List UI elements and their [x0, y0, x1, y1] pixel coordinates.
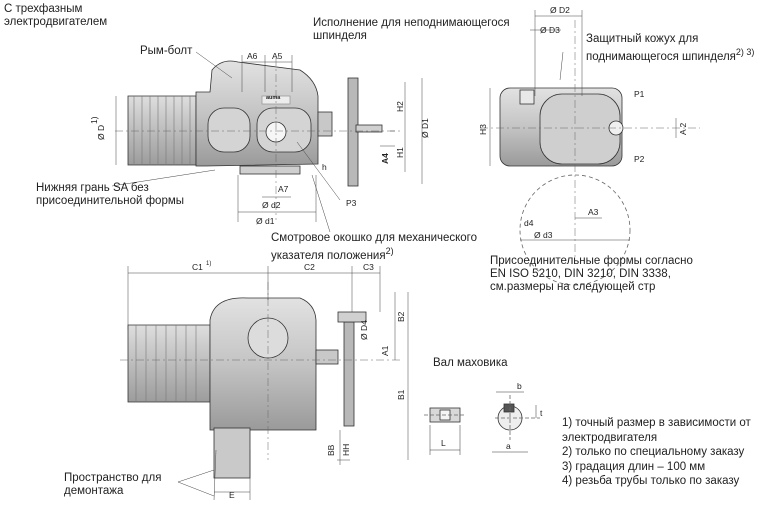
dim-B1: B1	[396, 389, 406, 400]
dim-A6: A6	[247, 51, 258, 61]
dim-H3: H3	[478, 124, 488, 135]
dim-d3: Ø d3	[534, 230, 553, 240]
dim-D4: Ø D4	[359, 320, 369, 340]
dim-C1: C1	[192, 262, 203, 272]
dim-h: h	[322, 162, 327, 172]
dim-D3: Ø D3	[540, 25, 560, 35]
side-view-bottom	[120, 266, 409, 501]
dim-a: a	[506, 441, 511, 451]
footnote: 1) точный размер в зависимости от	[562, 417, 751, 429]
dim-b: b	[517, 381, 522, 391]
dim-d4: d4	[524, 218, 534, 228]
dim-A3: A3	[588, 207, 599, 217]
dim-A2: A 2	[678, 122, 688, 135]
dim-A1: A1	[380, 345, 390, 356]
dim-L: L	[441, 438, 446, 448]
dim-D: Ø D	[96, 125, 106, 140]
dim-C1-sup: 1)	[206, 261, 211, 267]
dim-D-sup: 1)	[89, 116, 99, 124]
handwheel-shaft-label: Вал маховика	[433, 357, 508, 369]
side-view-top	[111, 51, 423, 233]
dim-P2: P2	[634, 154, 645, 164]
footnote: 3) градация длин – 100 мм	[562, 460, 706, 473]
dim-C3: C3	[363, 262, 374, 272]
dim-A5: A5	[272, 51, 283, 61]
dim-H2: H2	[395, 101, 405, 112]
dim-t: t	[540, 408, 543, 418]
brand-label: auma	[266, 95, 281, 101]
dim-E: E	[229, 490, 235, 500]
dim-B2: B2	[396, 311, 406, 322]
footnote: 2) только по специальному заказу	[562, 446, 745, 458]
dim-P3: P3	[346, 198, 357, 208]
dim-BB: BB	[326, 444, 336, 456]
dim-d1: Ø d1	[256, 216, 275, 226]
footnotes: 1) точный размер в зависимости от электр…	[562, 416, 751, 489]
dim-D1: Ø D1	[420, 118, 430, 138]
dim-H1: H1	[395, 147, 405, 158]
dim-C2: C2	[304, 262, 315, 272]
shaft-detail	[424, 391, 540, 455]
footnote: электродвигателя	[562, 431, 658, 444]
footnote: 4) резьба трубы только по заказу	[562, 475, 740, 487]
dim-P1: P1	[634, 89, 645, 99]
dim-A7: A7	[278, 184, 289, 194]
dim-A4: A4	[380, 153, 390, 164]
front-view-top	[480, 10, 700, 286]
dim-D2: Ø D2	[550, 5, 570, 15]
eyebolt-label: Рым-болт	[140, 45, 193, 57]
dim-d2: Ø d2	[262, 200, 281, 210]
dim-HH: HH	[341, 444, 351, 456]
